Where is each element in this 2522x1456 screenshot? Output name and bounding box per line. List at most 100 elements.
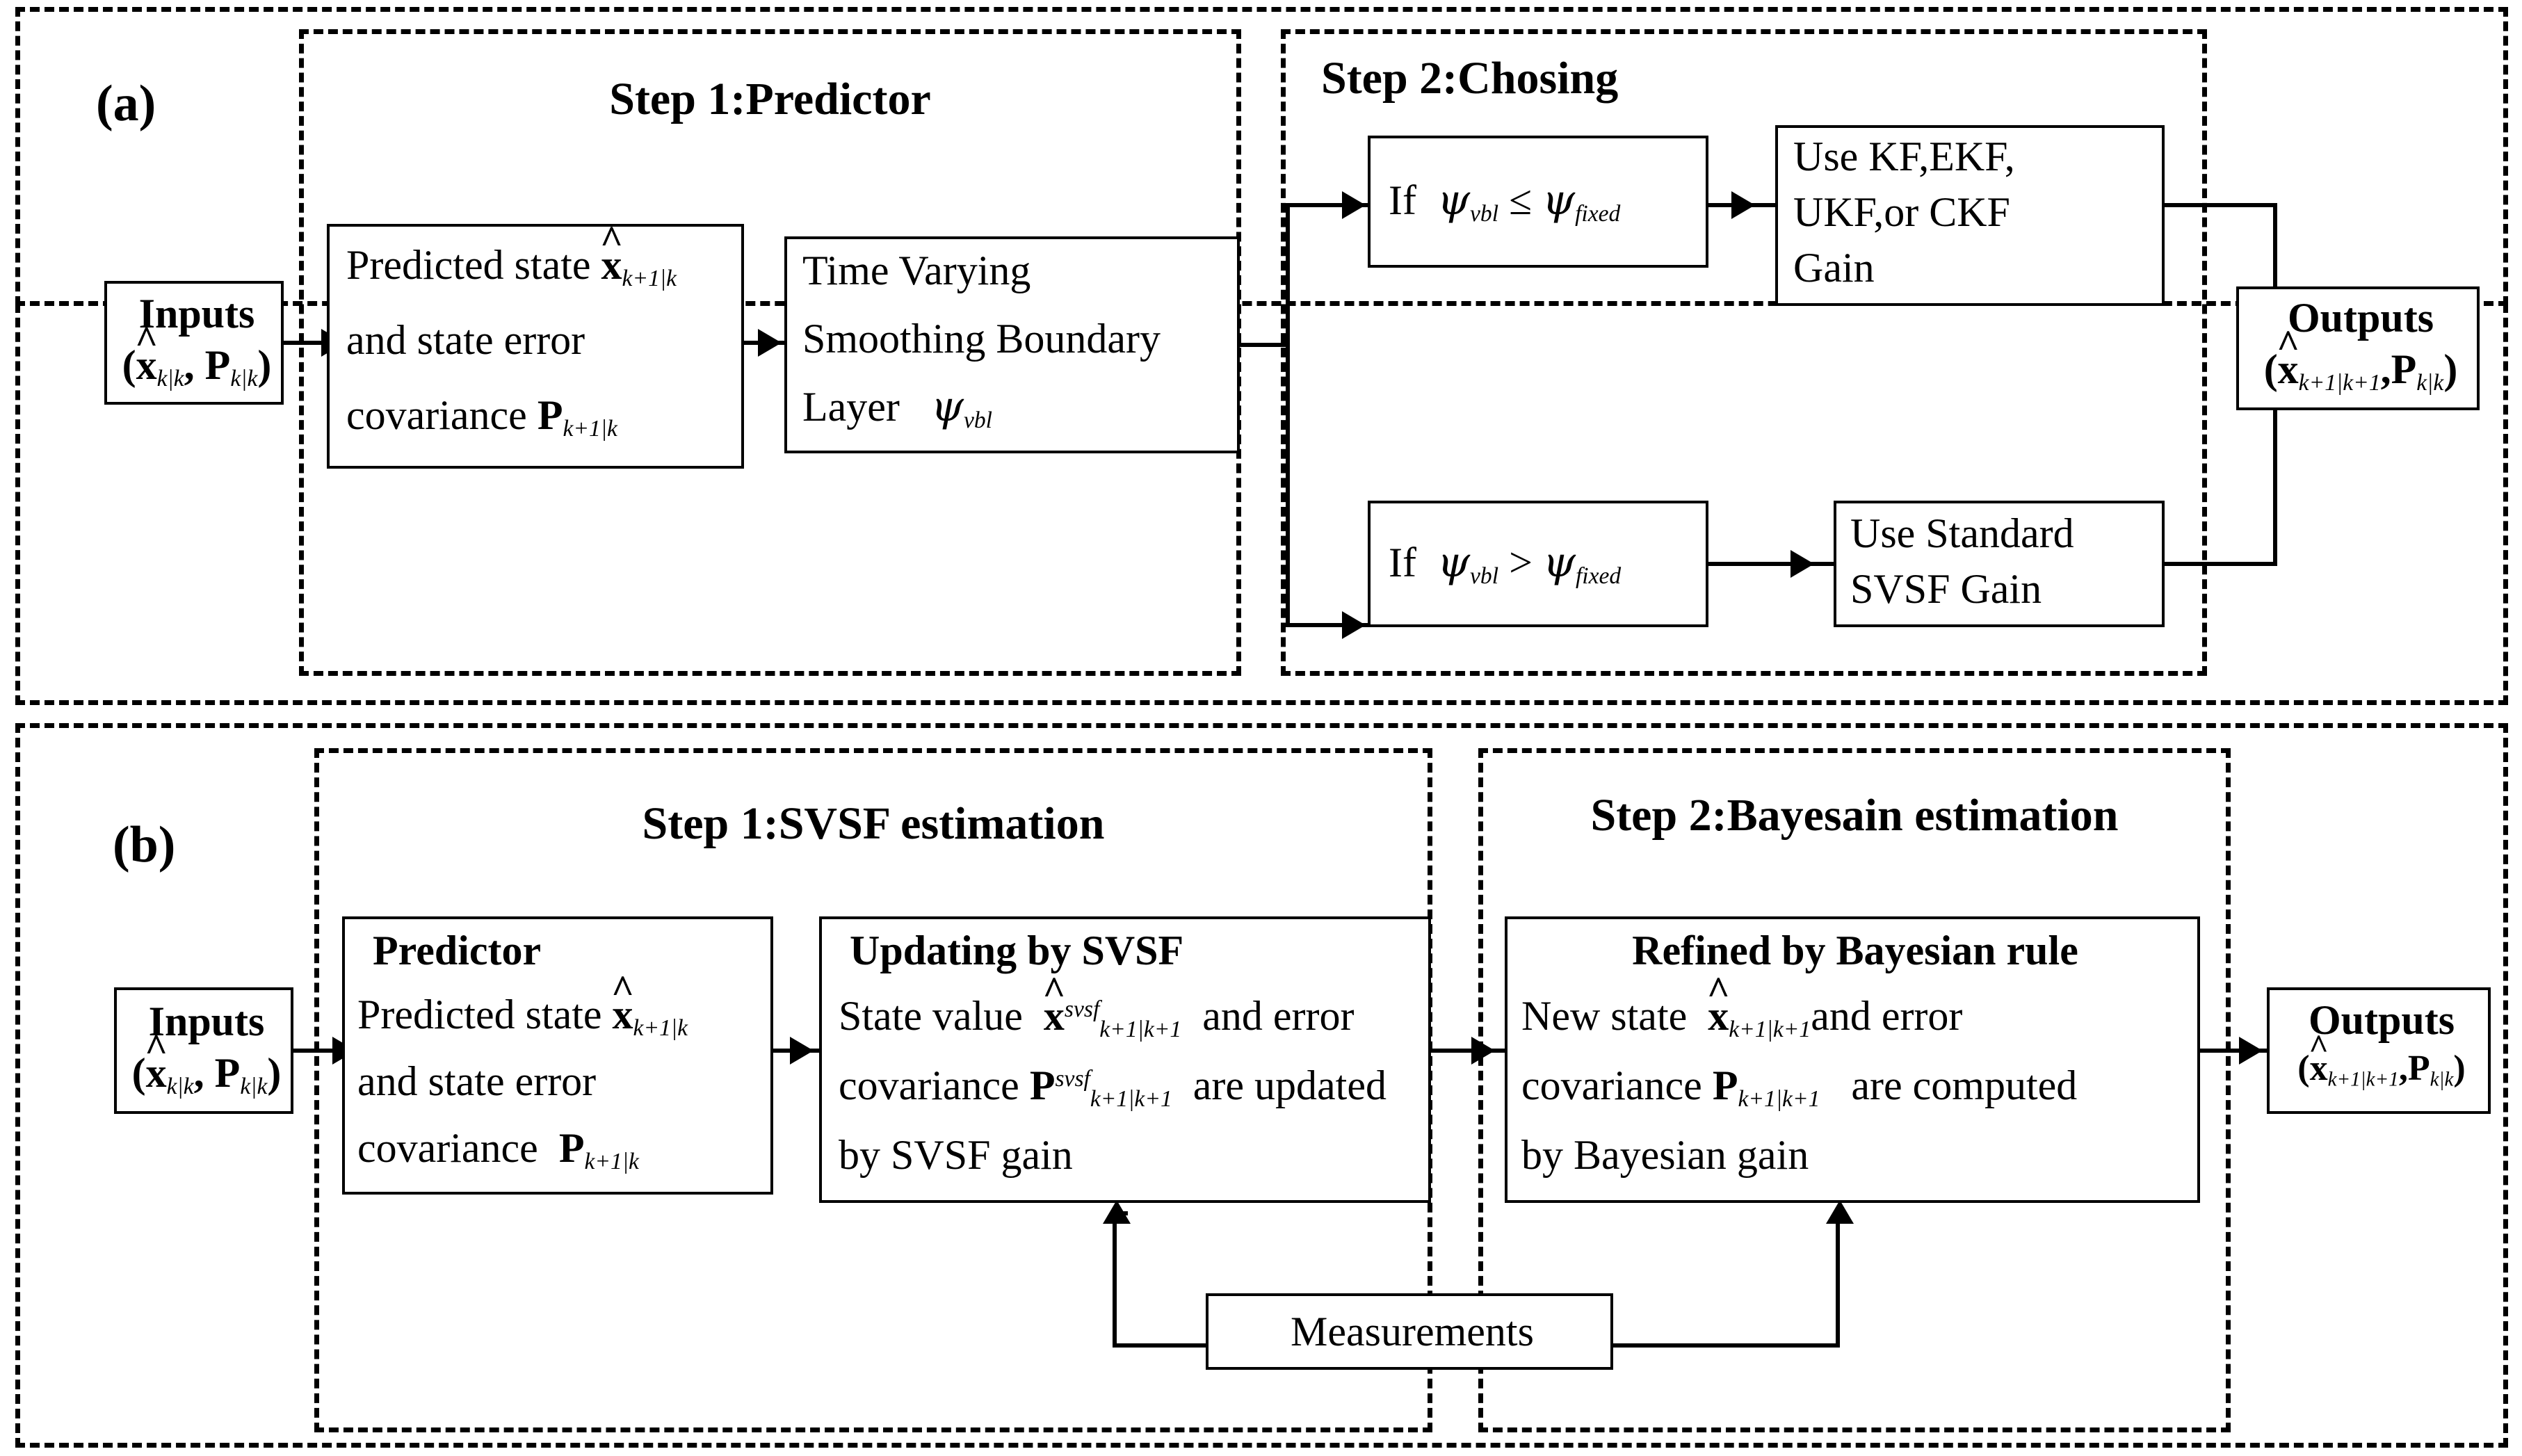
panel-b-refined-text1a: New state: [1521, 993, 1688, 1039]
panel-a-predictor-x: x: [601, 242, 622, 288]
panel-a-bl-text3: Layer: [802, 384, 900, 430]
panel-a-gain-svsf-box: Use Standard SVSF Gain: [1834, 501, 2165, 627]
arrow-b-meas-to-updating-head: [1103, 1200, 1131, 1224]
panel-a-outputs-title: Outputs: [2287, 295, 2434, 341]
conn-a-split-bottom: [1286, 623, 1368, 627]
panel-a-cond-le-sub2: fixed: [1575, 201, 1621, 227]
panel-a-step2-region: [1281, 29, 2207, 676]
arrow-a-to-cond-le-head: [1342, 191, 1366, 219]
panel-a-bl-psi: ψ: [930, 382, 964, 431]
panel-a-cond-le-box: If ψvbl ≤ ψfixed: [1368, 136, 1708, 268]
conn-a-split-vertical: [1286, 203, 1290, 627]
panel-a-inputs-title: Inputs: [138, 291, 255, 337]
panel-a-gain-svsf-line2: SVSF Gain: [1850, 566, 2042, 612]
panel-a-cond-le-sub1: vbl: [1470, 201, 1499, 227]
panel-b-refined-p-sub: k+1|k+1: [1738, 1086, 1820, 1113]
panel-b-updating-x-sub: k+1|k+1: [1099, 1017, 1182, 1043]
panel-b-updating-x: x: [1043, 993, 1065, 1039]
panel-b-outputs-p: P: [2407, 1049, 2430, 1088]
panel-b-updating-line3: by SVSF gain: [839, 1132, 1073, 1178]
panel-b-predictor-p: P: [558, 1125, 585, 1171]
arrow-b-refined-to-outputs-line: [2200, 1049, 2267, 1053]
panel-b-outline: [15, 723, 2508, 1448]
panel-a-label: (a): [96, 75, 156, 132]
panel-a-bl-line1: Time Varying: [802, 248, 1031, 293]
arrow-b-inputs-to-predictor-line: [293, 1049, 342, 1053]
panel-a-cond-gt-sub2: fixed: [1575, 563, 1622, 590]
panel-b-outputs-x-sub: k+1|k+1: [2327, 1068, 2399, 1091]
panel-b-step2-region: [1478, 748, 2231, 1432]
panel-a-inputs-box: Inputs (^xk|k, Pk|k): [104, 281, 284, 405]
panel-b-predictor-line1: Predicted state ^xk+1|k: [357, 967, 688, 1042]
arrow-b-updating-to-refined-line: [1431, 1049, 1505, 1053]
panel-b-updating-p-sub: k+1|k+1: [1090, 1086, 1172, 1113]
panel-b-refined-heading: Refined by Bayesian rule: [1632, 928, 2078, 973]
arrow-b-updating-to-refined-head: [1471, 1037, 1495, 1065]
panel-a-step2-title: Step 2:Chosing: [1321, 53, 1619, 104]
panel-a-inputs-x: x: [136, 342, 157, 388]
panel-a-predictor-x-sub: k+1|k: [622, 266, 677, 292]
panel-a-predictor-line1: Predicted state ^xk+1|k: [346, 218, 677, 292]
conn-a-merge-bottom: [2165, 562, 2277, 566]
panel-a-cond-gt-sym1: ψ: [1437, 538, 1471, 587]
panel-b-predictor-x: x: [612, 992, 633, 1037]
conn-a-merge-top: [2165, 203, 2277, 207]
panel-b-refined-text2b: are computed: [1851, 1062, 2078, 1108]
panel-b-inputs-p-sub: k|k: [240, 1074, 268, 1100]
panel-a-outputs-p: P: [2391, 346, 2417, 392]
panel-b-refined-text2a: covariance: [1521, 1062, 1702, 1108]
panel-a-cond-gt-op: >: [1509, 540, 1533, 585]
panel-a-inputs-p: P: [204, 342, 231, 388]
panel-a-bl-psi-sub: vbl: [963, 407, 992, 434]
arrow-a-condgt-to-svsf-head: [1791, 550, 1814, 578]
panel-a-inputs-formula: (^xk|k, Pk|k): [122, 318, 272, 392]
panel-b-predictor-heading: Predictor: [373, 928, 542, 973]
panel-a-inputs-p-sub: k|k: [230, 366, 258, 392]
panel-a-outline-lower: [15, 303, 2508, 705]
panel-a-gain-kf-line3: Gain: [1793, 245, 1875, 291]
panel-a-outputs-box: Outputs (^xk+1|k+1,Pk|k): [2236, 286, 2480, 410]
panel-b-measurements-box: Measurements: [1206, 1293, 1613, 1370]
panel-b-refined-line1: New state ^xk+1|k+1and error: [1521, 969, 1963, 1043]
panel-b-predictor-text3: covariance: [357, 1125, 538, 1171]
panel-a-cond-gt-box: If ψvbl > ψfixed: [1368, 501, 1708, 627]
arrow-b-meas-to-refined-head: [1826, 1200, 1854, 1224]
panel-b-updating-heading: Updating by SVSF: [850, 928, 1184, 973]
conn-a-bl-out: [1240, 343, 1290, 347]
panel-a-bl-line2: Smoothing Boundary: [802, 316, 1161, 362]
panel-a-cond-le-sym1: ψ: [1437, 176, 1471, 225]
panel-b-updating-p-sup: svsf: [1055, 1066, 1090, 1092]
panel-b-step2-title: Step 2:Bayesain estimation: [1590, 790, 2119, 841]
panel-b-inputs-box: Inputs (^xk|k, Pk|k): [114, 987, 293, 1114]
panel-b-refined-line2: covariance Pk+1|k+1 are computed: [1521, 1062, 2078, 1113]
arrow-a-predictor-to-bl-head: [758, 329, 782, 357]
panel-a-predictor-p-sub: k+1|k: [563, 416, 617, 442]
panel-b-predictor-p-sub: k+1|k: [584, 1149, 639, 1175]
panel-b-inputs-p: P: [214, 1050, 241, 1096]
conn-b-meas-left: [1113, 1343, 1209, 1348]
panel-b-updating-line2: covariance Psvsfk+1|k+1 are updated: [839, 1062, 1387, 1113]
panel-b-refined-x: x: [1708, 993, 1729, 1039]
panel-b-predictor-line3: covariance Pk+1|k: [357, 1125, 639, 1175]
panel-b-inputs-formula: (^xk|k, Pk|k): [131, 1026, 282, 1100]
panel-a-cond-gt-text: If ψvbl > ψfixed: [1389, 538, 1622, 590]
panel-a-predictor-line2: and state error: [346, 317, 585, 363]
panel-b-outputs-title: Outputs: [2308, 997, 2455, 1043]
panel-b-predictor-box: Predictor Predicted state ^xk+1|k and st…: [342, 916, 773, 1195]
conn-b-meas-right-vertical: [1836, 1211, 1840, 1348]
panel-b-measurements-label: Measurements: [1291, 1309, 1534, 1354]
arrow-b-refined-to-outputs-head: [2239, 1037, 2263, 1065]
arrow-a-condle-to-kf-head: [1731, 191, 1755, 219]
panel-a-cond-gt-prefix: If: [1389, 540, 1416, 585]
panel-a-cond-gt-sub1: vbl: [1470, 563, 1499, 590]
panel-b-outputs-formula: (^xk+1|k+1,Pk|k): [2297, 1028, 2466, 1091]
panel-b-updating-text1b: and error: [1202, 993, 1355, 1039]
panel-b-outputs-box: Outputs (^xk+1|k+1,Pk|k): [2267, 987, 2491, 1114]
panel-a-outputs-p-sub: k|k: [2416, 370, 2444, 396]
panel-a-predictor-p: P: [537, 392, 563, 438]
panel-a-bl-line3: Layer ψvbl: [802, 382, 992, 434]
arrow-b-predictor-to-updating-head: [790, 1037, 814, 1065]
panel-b-outputs-p-sub: k|k: [2430, 1068, 2454, 1091]
panel-a-step1-title: Step 1:Predictor: [609, 74, 931, 124]
panel-a-outputs-x-sub: k+1|k+1: [2298, 370, 2381, 396]
